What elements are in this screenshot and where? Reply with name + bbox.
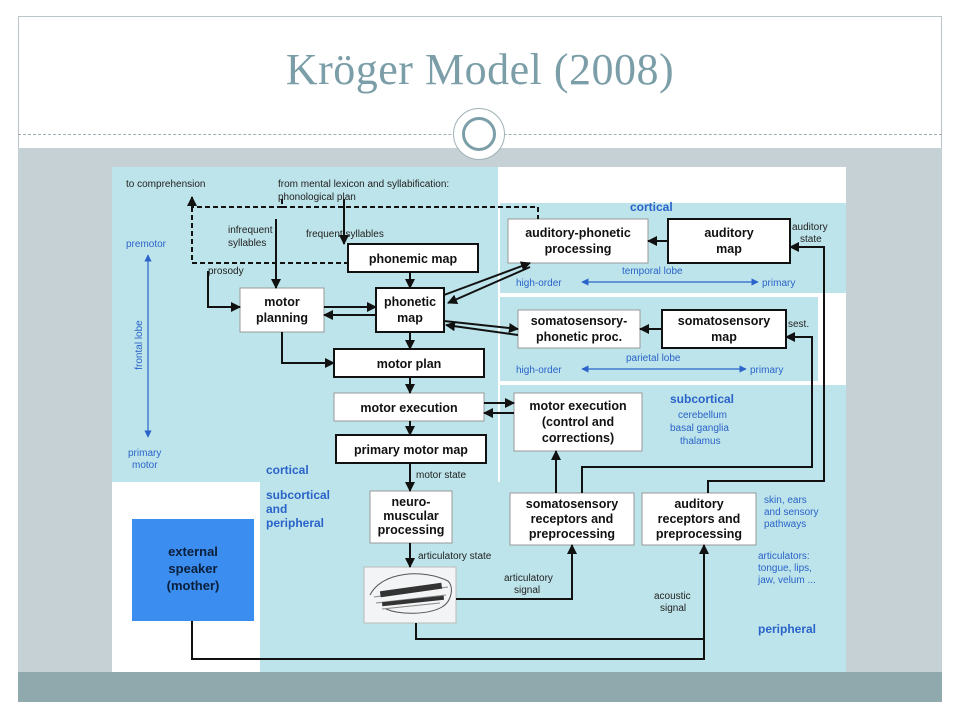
kroger-model-diagram: external speaker (mother) to comprehensi… [112, 167, 846, 672]
label-articulators-1: articulators: [758, 551, 810, 562]
neuro-label-1: neuro- [392, 495, 431, 509]
primary-motor-map-label: primary motor map [354, 443, 468, 457]
vocal-tract-model-image [363, 566, 457, 624]
label-subcortical-and-1: subcortical [266, 488, 330, 502]
title-ornament-circle-icon [462, 117, 496, 151]
auditory-map-label-1: auditory [704, 226, 753, 240]
label-skin-2: and sensory [764, 507, 818, 518]
somato-map-label-1: somatosensory [678, 314, 770, 328]
label-articulators-2: tongue, lips, [758, 563, 812, 574]
motor-exec-ctrl-label-1: motor execution [529, 399, 626, 413]
motor-exec-ctrl-label-2: (control and [542, 415, 614, 429]
phonetic-map-label-1: phonetic [384, 295, 436, 309]
label-cortical-right: cortical [630, 200, 673, 214]
label-basal-ganglia: basal ganglia [670, 423, 729, 434]
label-articulators-3: jaw, velum ... [757, 575, 816, 586]
external-speaker-box [132, 519, 254, 621]
auditory-map-label-2: map [716, 242, 742, 256]
external-label-3: (mother) [167, 578, 220, 593]
footer-bar [18, 672, 942, 702]
label-skin-3: pathways [764, 519, 806, 530]
neuro-label-3: processing [378, 523, 445, 537]
auditory-receptors-label-2: receptors and [658, 512, 741, 526]
somato-map-label-2: map [711, 330, 737, 344]
external-label-1: external [168, 544, 218, 559]
label-frontal-lobe: frontal lobe [134, 320, 145, 370]
frame-top-line [18, 16, 942, 17]
label-subcortical-and-2: and [266, 502, 287, 516]
label-sest: sest. [788, 319, 809, 330]
label-primary-parietal: primary [750, 365, 783, 376]
label-subcortical: subcortical [670, 392, 734, 406]
phonemic-map-box [347, 243, 479, 273]
label-auditory-state-1: auditory [792, 222, 828, 233]
label-parietal-lobe: parietal lobe [626, 353, 681, 364]
label-prosody: prosody [208, 266, 244, 277]
motor-planning-label-1: motor [264, 295, 300, 309]
label-subcortical-and-3: peripheral [266, 516, 324, 530]
label-premotor: premotor [126, 239, 167, 250]
label-primary-temporal: primary [762, 278, 795, 289]
label-articulatory-signal-1: articulatory [504, 573, 553, 584]
external-label-2: speaker [168, 561, 217, 576]
label-cortical-left: cortical [266, 463, 309, 477]
frame-right-line [941, 16, 942, 148]
motor-plan-label: motor plan [377, 357, 442, 371]
label-peripheral: peripheral [758, 622, 816, 636]
auditory-receptors-label-3: preprocessing [656, 527, 742, 541]
label-articulatory-state: articulatory state [418, 551, 492, 562]
neuromuscular-box [369, 490, 453, 544]
label-to-comprehension: to comprehension [126, 179, 206, 190]
somato-receptors-label-3: preprocessing [529, 527, 615, 541]
auditory-phonetic-label-1: auditory-phonetic [525, 226, 631, 240]
motor-plan-box [333, 348, 485, 378]
somatosensory-receptors-box [509, 492, 635, 546]
label-acoustic-signal-2: signal [660, 603, 686, 614]
auditory-receptors-box [641, 492, 757, 546]
label-thalamus: thalamus [680, 436, 721, 447]
motor-exec-ctrl-label-3: corrections) [542, 431, 614, 445]
slide-title: Kröger Model (2008) [285, 45, 675, 94]
label-primary: primary [128, 448, 161, 459]
phonetic-map-label-2: map [397, 311, 423, 325]
somato-phonetic-label-1: somatosensory- [531, 314, 628, 328]
motor-execution-control-box [513, 392, 643, 452]
label-acoustic-signal-1: acoustic [654, 591, 691, 602]
label-infrequent-syllables: syllables [228, 238, 266, 249]
auditory-receptors-label-1: auditory [674, 497, 723, 511]
label-temporal-lobe: temporal lobe [622, 266, 683, 277]
label-primary-motor: motor [132, 460, 158, 471]
label-cerebellum: cerebellum [678, 410, 727, 421]
somato-receptors-label-2: receptors and [531, 512, 614, 526]
frame-left-line [18, 16, 19, 148]
motor-planning-label-2: planning [256, 311, 308, 325]
label-high-order-parietal: high-order [516, 365, 562, 376]
neuro-label-2: muscular [383, 509, 439, 523]
diagram-connectors [187, 196, 825, 660]
somato-phonetic-label-2: phonetic proc. [536, 330, 622, 344]
label-articulatory-signal-2: signal [514, 585, 540, 596]
label-motor-state: motor state [416, 470, 466, 481]
motor-execution-label: motor execution [360, 401, 457, 415]
auditory-phonetic-label-2: processing [545, 242, 612, 256]
phonemic-map-label: phonemic map [369, 252, 458, 266]
diagram-svg: external speaker (mother) to comprehensi… [112, 167, 846, 672]
somatosensory-map-box [661, 309, 787, 349]
label-phonological-plan: phonological plan [278, 192, 356, 203]
label-auditory-state-2: state [800, 234, 822, 245]
somato-receptors-label-1: somatosensory [526, 497, 618, 511]
label-infrequent: infrequent [228, 225, 273, 236]
label-high-order-temporal: high-order [516, 278, 562, 289]
label-from-mental-lexicon: from mental lexicon and syllabification: [278, 179, 449, 190]
label-skin-1: skin, ears [764, 495, 807, 506]
